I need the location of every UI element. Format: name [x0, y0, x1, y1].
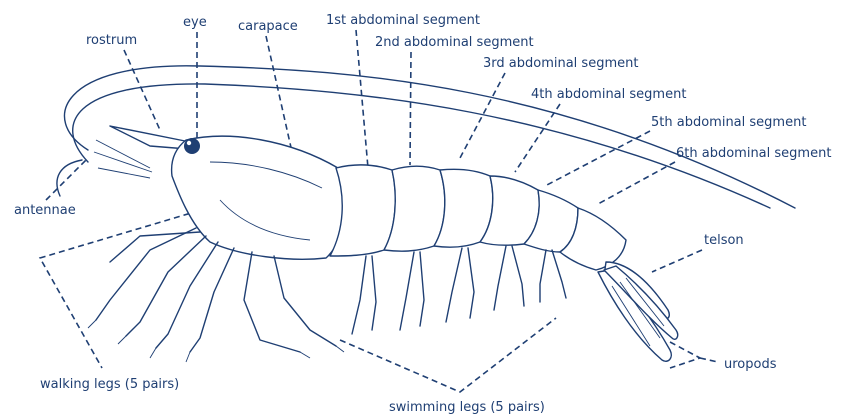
label-swimming-legs: swimming legs (5 pairs): [389, 400, 545, 415]
antennule-3: [98, 168, 150, 178]
leader-uropods: [670, 342, 700, 368]
label-antennae: antennae: [14, 203, 76, 218]
swimming-leg-2: [400, 252, 414, 330]
swimming-leg-3b: [468, 248, 474, 318]
swimming-leg-5: [540, 250, 546, 302]
walking-leg-claws: [88, 320, 344, 362]
leader-walking-legs: [40, 205, 218, 368]
leader-seg3: [460, 73, 505, 158]
label-5th-abdominal-segment: 5th abdominal segment: [651, 115, 806, 130]
leader-seg4: [515, 104, 560, 172]
swimming-leg-5b: [552, 250, 566, 298]
leader-telson: [652, 250, 702, 272]
walking-leg-2: [156, 242, 218, 348]
label-walking-legs: walking legs (5 pairs): [40, 377, 179, 392]
leader-antennae: [46, 158, 88, 200]
swimming-leg-4: [494, 246, 506, 310]
leader-seg5: [545, 131, 650, 186]
label-2nd-abdominal-segment: 2nd abdominal segment: [375, 35, 534, 50]
label-carapace: carapace: [238, 19, 298, 34]
walking-leg-1: [126, 236, 206, 336]
antenna-stub: [57, 160, 82, 196]
walking-leg-5: [274, 256, 336, 346]
label-rostrum: rostrum: [86, 33, 137, 48]
leader-seg2: [410, 52, 411, 165]
eye: [184, 138, 200, 154]
label-1st-abdominal-segment: 1st abdominal segment: [326, 13, 480, 28]
leader-uropods-tail: [700, 358, 718, 362]
swimming-leg-4b: [512, 246, 524, 306]
swimming-leg-2b: [420, 252, 424, 326]
label-uropods: uropods: [724, 357, 777, 372]
eye-highlight: [187, 141, 191, 145]
walking-leg-4: [244, 252, 300, 352]
shrimp-illustration: [57, 66, 795, 362]
swimming-leg-3: [446, 248, 462, 322]
carapace: [172, 136, 345, 259]
label-eye: eye: [183, 15, 207, 30]
label-3rd-abdominal-segment: 3rd abdominal segment: [483, 56, 638, 71]
walking-leg-3: [190, 248, 234, 352]
leader-seg1: [356, 30, 368, 168]
label-4th-abdominal-segment: 4th abdominal segment: [531, 87, 686, 102]
leader-rostrum: [124, 50, 160, 130]
label-6th-abdominal-segment: 6th abdominal segment: [676, 146, 831, 161]
antennule-1: [96, 140, 150, 168]
leader-seg6: [598, 162, 675, 204]
swimming-legs: [352, 246, 566, 334]
swimming-leg-1: [352, 256, 366, 334]
leader-carapace: [266, 36, 292, 152]
label-telson: telson: [704, 233, 744, 248]
swimming-leg-1b: [372, 256, 376, 330]
